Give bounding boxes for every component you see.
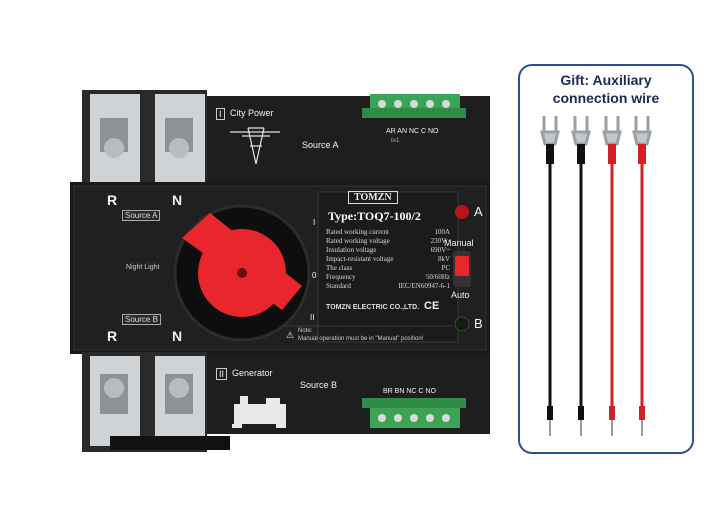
source-b-tag: Source B xyxy=(122,314,161,325)
spec-key: Insulation voltage xyxy=(326,246,377,254)
spec-row: The class PC xyxy=(326,264,450,273)
top-terminal-sub: I≥1 xyxy=(391,138,400,144)
wire-black-2 xyxy=(571,116,591,436)
wire-red-1 xyxy=(602,116,622,436)
indicator-b-label: B xyxy=(474,316,483,331)
spec-value: 230V~ xyxy=(430,237,450,245)
gift-title-line2: connection wire xyxy=(552,90,660,106)
spec-key: Frequency xyxy=(326,273,356,281)
source-b-label: Source B xyxy=(300,380,338,390)
indicator-a-label: A xyxy=(474,204,483,219)
spec-row: Rated working voltage 230V~ xyxy=(326,237,450,246)
auxiliary-wires-graphic xyxy=(540,116,652,436)
type-label: Type:TOQ7-100/2 xyxy=(328,209,421,223)
ce-mark: CE xyxy=(424,300,440,312)
company-name: TOMZN ELECTRIC CO.,LTD. xyxy=(326,304,420,311)
wire-red-2 xyxy=(632,116,652,436)
brand-logo: TOMZN xyxy=(348,191,398,204)
spec-value: 8kV xyxy=(437,255,450,263)
source-a-label: Source A xyxy=(302,140,339,150)
note-title: Note: xyxy=(298,328,313,334)
note-text: Manual operation must be in "Manual" pos… xyxy=(298,336,424,342)
bottom-terminal-pins: BR BN NC C NO xyxy=(383,388,436,395)
spec-value: 100A xyxy=(434,228,450,236)
gift-panel: Gift: Auxiliary connection wire xyxy=(518,64,694,454)
spec-row: Impact-resistant voltage 8kV xyxy=(326,255,450,264)
mode-manual-label: Manual xyxy=(444,238,474,248)
pole-r-bottom: R xyxy=(107,328,118,344)
transfer-switch-device: I City Power Source A AR AN NC C NO I≥1 … xyxy=(70,88,490,458)
city-power-title: City Power xyxy=(230,108,274,118)
spec-value: PC xyxy=(441,264,450,272)
dial-mark-top: I xyxy=(313,218,316,227)
spec-key: Standard xyxy=(326,282,351,290)
night-light-label: Night Light xyxy=(126,264,160,271)
city-power-roman: I xyxy=(216,108,225,120)
spec-key: Rated working current xyxy=(326,228,389,236)
spec-value: 690V~ xyxy=(430,246,450,254)
pole-r-top: R xyxy=(107,192,118,208)
spec-value: 50/60Hz xyxy=(425,273,450,281)
dial-mark-mid: 0 xyxy=(312,271,317,280)
top-terminal-pins: AR AN NC C NO xyxy=(386,128,439,135)
dial-mark-bottom: II xyxy=(310,313,315,322)
gift-title-line1: Gift: Auxiliary xyxy=(560,72,652,88)
spec-row: Insulation voltage 690V~ xyxy=(326,246,450,255)
spec-key: Rated working voltage xyxy=(326,237,390,245)
spec-key: Impact-resistant voltage xyxy=(326,255,394,263)
source-a-tag: Source A xyxy=(122,210,161,221)
spec-row: Standard IEC/EN60947-6-1 xyxy=(326,282,450,291)
spec-value: IEC/EN60947-6-1 xyxy=(398,282,450,290)
spec-row: Rated working current 100A xyxy=(326,228,450,237)
warning-icon: ⚠ xyxy=(286,330,295,340)
generator-title: Generator xyxy=(232,368,273,378)
spec-key: The class xyxy=(326,264,353,272)
mode-auto-label: Auto xyxy=(451,290,470,300)
spec-row: Frequency 50/60Hz xyxy=(326,273,450,282)
pole-n-top: N xyxy=(172,192,183,208)
pole-n-bottom: N xyxy=(172,328,183,344)
generator-roman: II xyxy=(216,368,228,380)
wire-black-1 xyxy=(540,116,560,436)
